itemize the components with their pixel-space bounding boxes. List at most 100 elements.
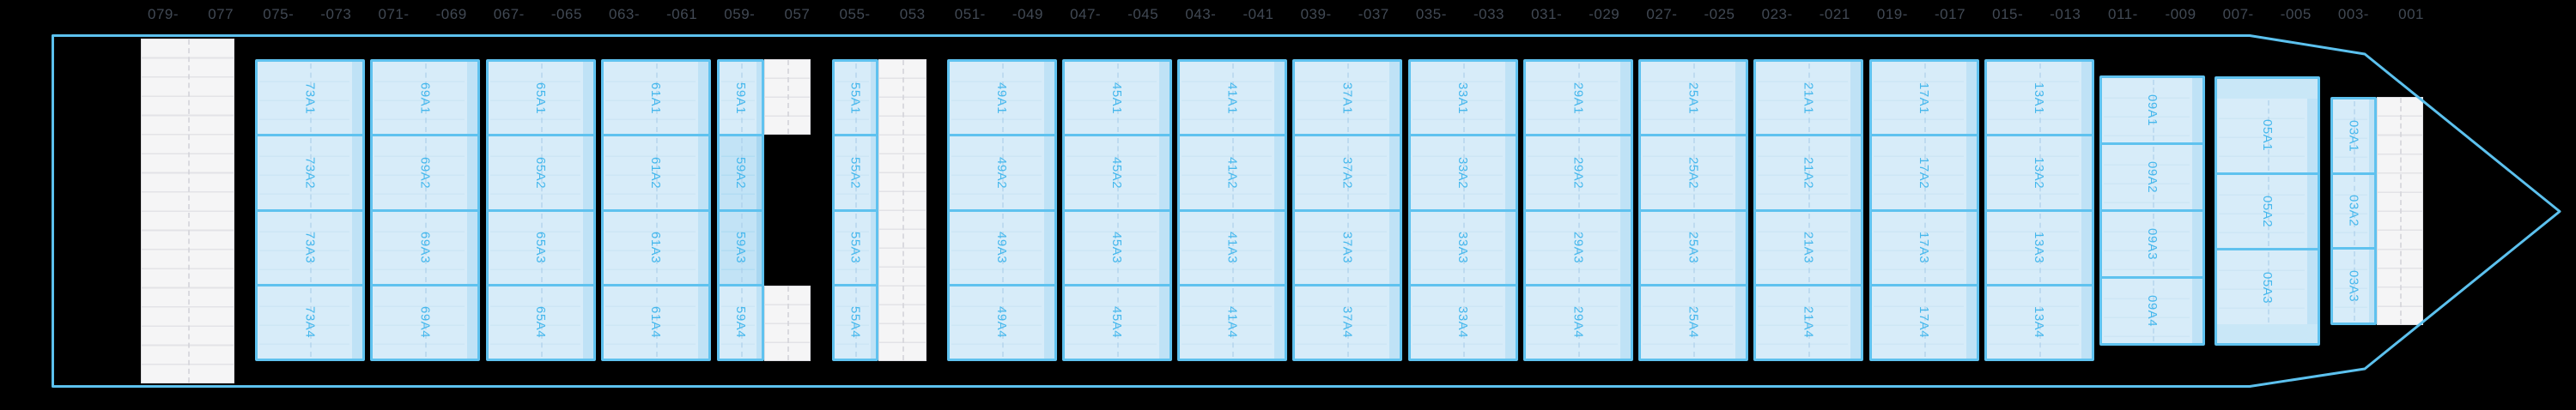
cell-59A3[interactable]: 59A3 <box>720 208 762 284</box>
cell-37A4[interactable]: 37A4 <box>1295 283 1400 359</box>
cell-29A2[interactable]: 29A2 <box>1526 134 1631 209</box>
cell-45A2[interactable]: 45A2 <box>1064 134 1170 209</box>
cell-17A2[interactable]: 17A2 <box>1871 134 1977 209</box>
stern-grid[interactable] <box>141 39 234 383</box>
cell-13A1[interactable]: 13A1 <box>1986 62 2092 135</box>
cell-49A3[interactable]: 49A3 <box>949 208 1054 284</box>
cell-55A2[interactable]: 55A2 <box>835 134 876 209</box>
cell-33A2[interactable]: 33A2 <box>1410 134 1516 209</box>
cell-label: 69A1 <box>417 81 433 114</box>
cell-59A4[interactable]: 59A4 <box>720 283 762 359</box>
cell-55A4[interactable]: 55A4 <box>835 283 876 359</box>
bay-03-side[interactable] <box>2377 97 2423 325</box>
cell-45A1[interactable]: 45A1 <box>1064 62 1170 135</box>
cell-69A3[interactable]: 69A3 <box>373 208 477 284</box>
cell-65A4[interactable]: 65A4 <box>488 283 593 359</box>
cell-37A1[interactable]: 37A1 <box>1295 62 1400 135</box>
frame-label: 035- <box>1415 6 1447 22</box>
cell-65A1[interactable]: 65A1 <box>488 62 593 135</box>
bay-55-side[interactable] <box>878 59 927 361</box>
cell-21A1[interactable]: 21A1 <box>1756 62 1861 135</box>
cell-25A3[interactable]: 25A3 <box>1641 208 1746 284</box>
cell-29A1[interactable]: 29A1 <box>1526 62 1631 135</box>
cell-69A4[interactable]: 69A4 <box>373 283 477 359</box>
cell-21A4[interactable]: 21A4 <box>1756 283 1861 359</box>
cell-69A2[interactable]: 69A2 <box>373 134 477 209</box>
frame-label: 047- <box>1070 6 1102 22</box>
cell-25A2[interactable]: 25A2 <box>1641 134 1746 209</box>
cell-25A4[interactable]: 25A4 <box>1641 283 1746 359</box>
cell-label: 55A3 <box>848 232 863 264</box>
cell-33A1[interactable]: 33A1 <box>1410 62 1516 135</box>
cell-21A3[interactable]: 21A3 <box>1756 208 1861 284</box>
cell-29A3[interactable]: 29A3 <box>1526 208 1631 284</box>
cell-49A1[interactable]: 49A1 <box>949 62 1054 135</box>
cell-label: 09A1 <box>2145 93 2160 127</box>
cell-41A2[interactable]: 41A2 <box>1180 134 1285 209</box>
cell-05A3[interactable]: 05A3 <box>2217 248 2318 325</box>
cell-37A3[interactable]: 37A3 <box>1295 208 1400 284</box>
frame-label: 019- <box>1876 6 1908 22</box>
cell-09A2[interactable]: 09A2 <box>2102 142 2202 209</box>
cell-17A4[interactable]: 17A4 <box>1871 283 1977 359</box>
cell-59A1[interactable]: 59A1 <box>720 62 762 135</box>
cell-03A1[interactable]: 03A1 <box>2333 99 2374 172</box>
cell-25A1[interactable]: 25A1 <box>1641 62 1746 135</box>
cell-09A1[interactable]: 09A1 <box>2102 78 2202 142</box>
cell-45A3[interactable]: 45A3 <box>1064 208 1170 284</box>
cell-49A4[interactable]: 49A4 <box>949 283 1054 359</box>
cell-73A3[interactable]: 73A3 <box>258 208 362 284</box>
cell-13A4[interactable]: 13A4 <box>1986 283 2092 359</box>
cell-label: 33A4 <box>1455 306 1470 339</box>
cell-61A3[interactable]: 61A3 <box>603 208 708 284</box>
cell-label: 29A1 <box>1571 81 1586 114</box>
cell-13A2[interactable]: 13A2 <box>1986 134 2092 209</box>
cell-label: 45A4 <box>1109 306 1124 339</box>
cell-33A4[interactable]: 33A4 <box>1410 283 1516 359</box>
cell-29A4[interactable]: 29A4 <box>1526 283 1631 359</box>
cell-59A2[interactable]: 59A2 <box>720 134 762 209</box>
frame-label: 063- <box>609 6 641 22</box>
cell-13A3[interactable]: 13A3 <box>1986 208 2092 284</box>
cell-21A2[interactable]: 21A2 <box>1756 134 1861 209</box>
cell-03A2[interactable]: 03A2 <box>2333 172 2374 248</box>
frame-label: 055- <box>839 6 871 22</box>
cell-55A3[interactable]: 55A3 <box>835 208 876 284</box>
cell-61A1[interactable]: 61A1 <box>603 62 708 135</box>
cell-61A2[interactable]: 61A2 <box>603 134 708 209</box>
frame-label: 031- <box>1531 6 1563 22</box>
cell-05A2[interactable]: 05A2 <box>2217 172 2318 249</box>
cell-61A4[interactable]: 61A4 <box>603 283 708 359</box>
center-dash-line <box>787 60 789 134</box>
cell-17A1[interactable]: 17A1 <box>1871 62 1977 135</box>
bay-59-side-lower[interactable] <box>764 286 811 361</box>
cell-09A4[interactable]: 09A4 <box>2102 276 2202 343</box>
bay-59-side-upper[interactable] <box>764 59 811 135</box>
cell-33A3[interactable]: 33A3 <box>1410 208 1516 284</box>
cell-37A2[interactable]: 37A2 <box>1295 134 1400 209</box>
cell-73A2[interactable]: 73A2 <box>258 134 362 209</box>
cell-label: 41A2 <box>1224 156 1240 189</box>
cell-41A3[interactable]: 41A3 <box>1180 208 1285 284</box>
cell-65A3[interactable]: 65A3 <box>488 208 593 284</box>
cell-55A1[interactable]: 55A1 <box>835 62 876 135</box>
cell-49A2[interactable]: 49A2 <box>949 134 1054 209</box>
cell-17A3[interactable]: 17A3 <box>1871 208 1977 284</box>
cell-label: 13A3 <box>2032 232 2046 264</box>
cell-41A4[interactable]: 41A4 <box>1180 283 1285 359</box>
cell-09A3[interactable]: 09A3 <box>2102 209 2202 276</box>
cell-03A3[interactable]: 03A3 <box>2333 247 2374 323</box>
cell-45A4[interactable]: 45A4 <box>1064 283 1170 359</box>
cell-label: 61A1 <box>648 81 663 114</box>
cell-label: 05A3 <box>2260 271 2275 304</box>
cell-41A1[interactable]: 41A1 <box>1180 62 1285 135</box>
cell-73A4[interactable]: 73A4 <box>258 283 362 359</box>
cell-05A1[interactable]: 05A1 <box>2217 99 2318 172</box>
cell-69A1[interactable]: 69A1 <box>373 62 477 135</box>
cell-73A1[interactable]: 73A1 <box>258 62 362 135</box>
cell-65A2[interactable]: 65A2 <box>488 134 593 209</box>
